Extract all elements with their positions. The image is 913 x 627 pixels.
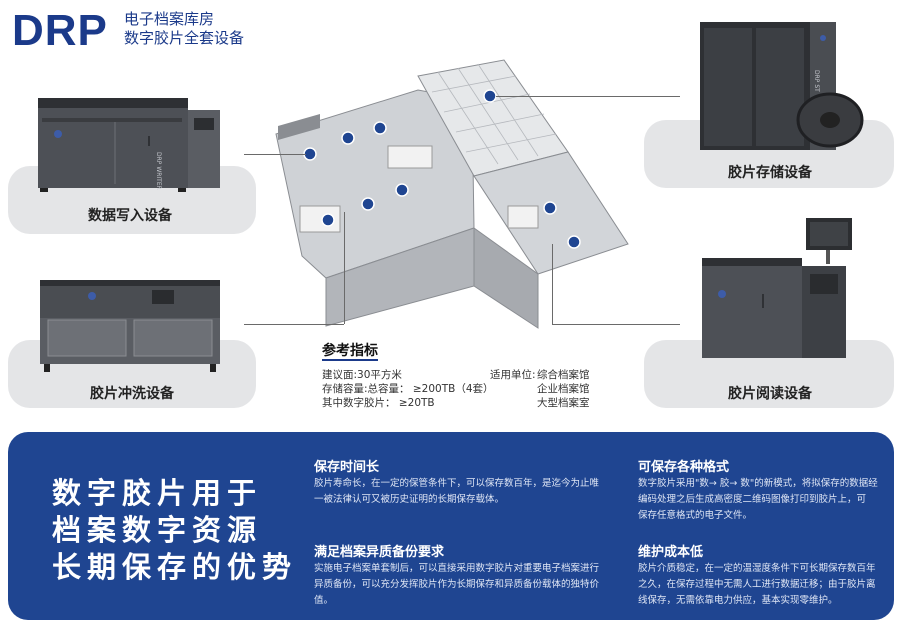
advantage-text-line: 一被法律认可又被历史证明的长期保存载体。 (314, 494, 505, 505)
reference-title: 参考指标 (322, 343, 378, 359)
writer-machine-text: DRP WRITER (155, 152, 162, 190)
room-marker-write-3 (373, 121, 387, 135)
advantage-text-line: 胶片介质稳定，在一定的温湿度条件下可长期保存数百年 (638, 563, 876, 574)
advantage-text-formats: 数字胶片采用"数→ 胶→ 数"的新模式，将拟保存的数据经 编码处理之后生成高密度… (638, 476, 886, 524)
reference-unit-2: 企业档案馆 (537, 383, 590, 395)
banner-title-line-1: 数字胶片用于 (52, 476, 263, 510)
banner-title-line-3: 长期保存的优势 (52, 550, 298, 584)
advantages-banner (8, 432, 894, 620)
connector-read-h (552, 324, 680, 325)
banner-title-line-2: 档案数字资源 (52, 513, 263, 547)
label-film-read: 胶片阅读设备 (728, 386, 812, 402)
connector-write (244, 154, 306, 155)
advantage-text-line: 编码处理之后生成高密度二维码图像打印到胶片上，可 (638, 494, 867, 505)
advantage-text-line: 值。 (314, 595, 334, 606)
connector-read-v (552, 244, 553, 324)
room-marker-write-2 (341, 131, 355, 145)
advantage-heading-formats: 可保存各种格式 (638, 460, 730, 475)
data-writer-machine (38, 98, 220, 192)
advantage-text-line: 数字胶片采用"数→ 胶→ 数"的新模式，将拟保存的数据经 (638, 478, 878, 489)
banner-title: 数字胶片用于 档案数字资源 长期保存的优势 (52, 475, 297, 586)
reference-units-label: 适用单位: (490, 369, 536, 381)
room-marker-storage (483, 89, 497, 103)
advantage-text-line: 异质备份，可以充分发挥胶片作为长期保存和异质备份载体的独特价 (314, 579, 600, 590)
header-subtitle: 电子档案库房 数字胶片全套设备 (124, 10, 244, 48)
advantage-heading-low-cost: 维护成本低 (638, 545, 704, 560)
reference-underline (322, 359, 378, 361)
reference-unit-3: 大型档案室 (537, 397, 590, 409)
film-wash-machine (40, 280, 220, 372)
advantage-text-backup: 实施电子档案单套制后，可以直接采用数字胶片对重要电子档案进行 异质备份，可以充分… (314, 561, 614, 609)
advantage-text-long-life: 胶片寿命长，在一定的保管条件下，可以保存数百年，是迄今为止唯 一被法律认可又被历… (314, 476, 614, 508)
advantage-text-line: 之久，在保存过程中无需人工进行数据迁移；由于胶片离 (638, 579, 876, 590)
reference-unit-1: 综合档案馆 (537, 369, 590, 381)
advantage-text-low-cost: 胶片介质稳定，在一定的温湿度条件下可长期保存数百年 之久，在保存过程中无需人工进… (638, 561, 886, 609)
label-data-write: 数据写入设备 (88, 208, 172, 224)
connector-wash-v (344, 212, 345, 324)
room-marker-wash-3 (395, 183, 409, 197)
connector-storage (496, 96, 680, 97)
drp-logo: DRP (12, 6, 108, 55)
advantage-heading-backup: 满足档案异质备份要求 (314, 545, 445, 560)
room-marker-wash-1 (321, 213, 335, 227)
room-marker-wash-2 (361, 197, 375, 211)
reference-area: 建议面:30平方米 (322, 369, 402, 381)
film-storage-machine (700, 22, 864, 150)
archive-room-diagram (275, 59, 629, 329)
advantage-heading-long-life: 保存时间长 (314, 460, 380, 475)
room-marker-read-2 (567, 235, 581, 249)
label-film-storage: 胶片存储设备 (728, 165, 812, 181)
room-marker-read-1 (543, 201, 557, 215)
subtitle-line-2: 数字胶片全套设备 (124, 29, 245, 47)
reference-digital: 其中数字胶片： ≥20TB (322, 397, 435, 409)
advantage-text-line: 胶片寿命长，在一定的保管条件下，可以保存数百年，是迄今为止唯 (314, 478, 600, 489)
advantage-text-line: 保存任意格式的电子文件。 (638, 510, 753, 521)
storage-machine-text: DRP ST (813, 70, 820, 92)
advantage-text-line: 实施电子档案单套制后，可以直接采用数字胶片对重要电子档案进行 (314, 563, 600, 574)
advantage-text-line: 线保存，无需依靠电力供应，基本实现零维护。 (638, 595, 838, 606)
label-film-wash: 胶片冲洗设备 (90, 386, 174, 402)
reference-capacity: 存储容量:总容量： ≥200TB（4套） (322, 383, 494, 395)
subtitle-line-1: 电子档案库房 (124, 10, 215, 28)
connector-wash-h (244, 324, 344, 325)
film-reader-machine (702, 218, 852, 358)
